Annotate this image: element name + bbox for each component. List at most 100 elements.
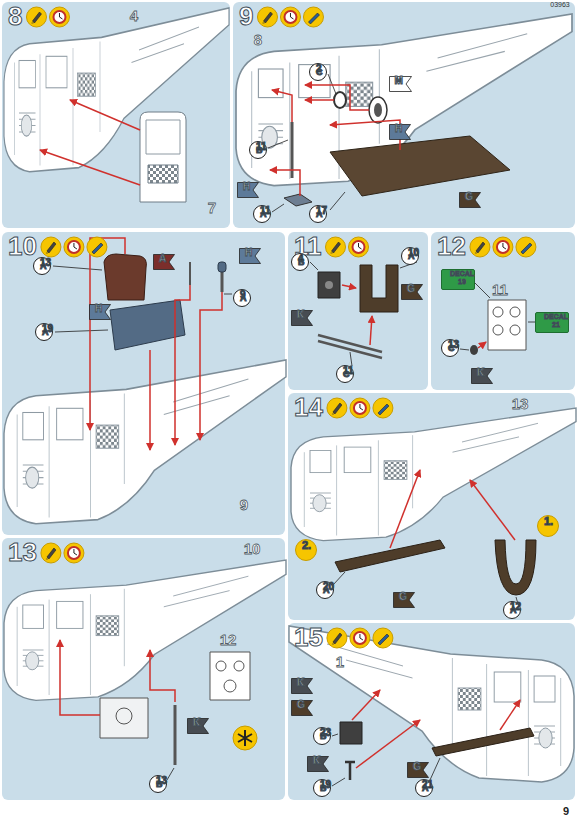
fuselage-halves	[4, 8, 576, 782]
callout-number: B19	[313, 779, 331, 797]
color-flag: G	[459, 192, 481, 208]
callout-number: B23	[313, 727, 331, 745]
color-flag: K	[291, 678, 313, 694]
parts	[100, 92, 536, 780]
step-panel: 142.1.A20GA12	[288, 393, 575, 620]
step-icon	[41, 543, 61, 563]
color-flag: K	[471, 368, 493, 384]
color-code: G	[413, 762, 421, 772]
callout-number: A17	[309, 205, 327, 223]
step-icon	[87, 237, 107, 257]
part-number: 23	[320, 728, 331, 738]
step-icon	[303, 7, 323, 27]
color-code: H	[395, 124, 402, 134]
part-label: 12	[220, 632, 237, 649]
step-icon	[373, 628, 393, 648]
callout-number: A9	[233, 289, 251, 307]
part-number: 11	[256, 142, 267, 152]
decal-badge: DECAL 19	[441, 269, 475, 290]
color-flag: K	[291, 310, 313, 326]
color-flag: H	[239, 248, 261, 264]
color-flag: K	[307, 756, 329, 772]
step-panel: 10AHA13HA9A19	[2, 232, 285, 535]
color-code: H	[243, 182, 250, 192]
part-label: 1	[336, 654, 344, 671]
part-number: 2	[316, 64, 322, 74]
part-number: 19	[320, 780, 331, 790]
callout-number: A19	[35, 323, 53, 341]
step-panel: 11A10B4GKC11	[288, 232, 428, 390]
step-icon	[64, 543, 84, 563]
callout-number: A20	[316, 581, 334, 599]
decal-number: DECAL 19	[448, 270, 476, 286]
step-icon	[326, 237, 346, 257]
color-flag: G	[401, 284, 423, 300]
part-number: 17	[316, 206, 327, 216]
color-flag: M	[389, 76, 412, 92]
color-flag: H	[389, 124, 411, 140]
part-number: 13	[40, 258, 51, 268]
color-flag: K	[187, 718, 209, 734]
color-flag: G	[291, 700, 313, 716]
color-flag: A	[153, 254, 175, 270]
step-icon	[327, 628, 347, 648]
part-label: 7	[208, 200, 216, 217]
order-marker: 1.	[537, 515, 559, 537]
step-number: 13	[8, 538, 37, 567]
part-number: 4	[298, 254, 304, 264]
part-label: 8	[254, 32, 262, 49]
color-code: K	[313, 756, 320, 766]
step-icon	[470, 237, 490, 257]
step-icon	[350, 628, 370, 648]
part-label: 10	[244, 541, 261, 558]
part-number: 11	[343, 366, 354, 376]
part-label: 4	[130, 8, 138, 25]
step-icon	[280, 7, 300, 27]
step-panel: 13KB13	[2, 538, 285, 800]
step-icon	[49, 7, 69, 27]
color-code: K	[297, 310, 304, 320]
step-icon	[257, 7, 277, 27]
decal-badge: DECAL 21	[535, 312, 569, 333]
step-number: 8	[8, 2, 22, 31]
color-flag: G	[407, 762, 429, 778]
callout-number: A10	[401, 247, 419, 265]
part-number: 19	[42, 324, 53, 334]
color-flag: H	[237, 182, 259, 198]
callout-number: C2	[309, 63, 327, 81]
step-number: 9	[239, 2, 253, 31]
part-number: 21	[422, 780, 433, 790]
color-code: G	[407, 284, 415, 294]
part-label: 11	[492, 282, 508, 299]
color-code: K	[477, 368, 484, 378]
step-number: 10	[8, 232, 37, 261]
part-number: 10	[408, 248, 419, 258]
color-code: H	[245, 248, 252, 258]
step-icon	[41, 237, 61, 257]
step-icon	[373, 398, 393, 418]
color-code: H	[95, 304, 102, 314]
step-icon	[516, 237, 536, 257]
color-flag: G	[393, 592, 415, 608]
panel-grounds	[2, 2, 575, 800]
callout-number: C11	[336, 365, 354, 383]
part-number: 12	[510, 602, 521, 612]
part-label: 9	[240, 497, 248, 514]
step-icon	[349, 237, 369, 257]
step-icon	[64, 237, 84, 257]
callout-number: A13	[33, 257, 51, 275]
order-number: 1.	[544, 516, 553, 527]
step-icon	[493, 237, 513, 257]
color-code: K	[297, 678, 304, 688]
decal-number: DECAL 21	[542, 313, 570, 329]
part-number: 9	[240, 290, 246, 300]
callout-number: A21	[415, 779, 433, 797]
callout-number: A11	[253, 205, 271, 223]
step-icons	[26, 7, 535, 648]
step-panel: 15KGB23KB19GA21	[288, 623, 575, 800]
color-flag: H	[89, 304, 111, 320]
step-number: 14	[294, 393, 323, 422]
color-code: G	[399, 592, 407, 602]
part-number: 13	[156, 776, 167, 786]
